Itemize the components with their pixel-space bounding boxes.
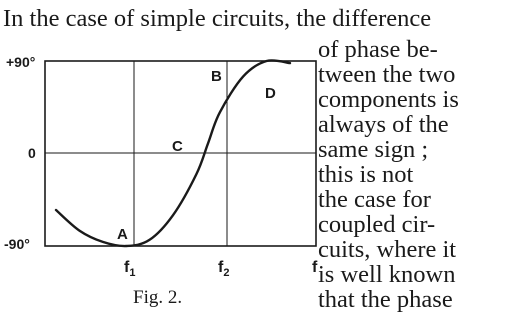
paragraph-line: always of the	[318, 111, 449, 138]
paragraph-line: same sign ;	[318, 136, 429, 163]
paragraph-line: the case for	[318, 186, 431, 213]
paragraph-line: cuits, where it	[318, 236, 457, 263]
x-tick-f2-sub: 2	[223, 267, 229, 279]
paragraph-line: of phase be-	[318, 36, 438, 63]
y-tick-zero: 0	[28, 145, 36, 161]
x-tick-f2: f2	[218, 259, 229, 279]
point-label-d: D	[265, 85, 276, 102]
point-label-b: B	[211, 68, 222, 85]
paragraph-line: is well known	[318, 261, 456, 288]
x-tick-f1: f1	[124, 259, 135, 279]
point-label-c: C	[172, 138, 183, 155]
x-tick-f1-base: f	[124, 259, 130, 276]
paragraph-line: tween the two	[318, 61, 456, 88]
paragraph-line: that the phase	[318, 286, 453, 313]
paragraph-line: coupled cir-	[318, 211, 436, 238]
phase-curve	[54, 59, 292, 248]
y-tick-plus90: +90°	[6, 54, 35, 70]
y-tick-minus90: -90°	[4, 236, 30, 252]
paragraph-line: this is not	[318, 161, 414, 188]
paragraph-first-line: In the case of simple circuits, the diff…	[3, 5, 432, 32]
x-tick-f1-sub: 1	[129, 267, 135, 279]
figure-caption: Fig. 2.	[133, 287, 182, 308]
x-tick-f2-base: f	[218, 259, 224, 276]
x-axis-label: f	[312, 259, 318, 276]
point-label-a: A	[117, 226, 128, 243]
paragraph-line: components is	[318, 86, 459, 113]
